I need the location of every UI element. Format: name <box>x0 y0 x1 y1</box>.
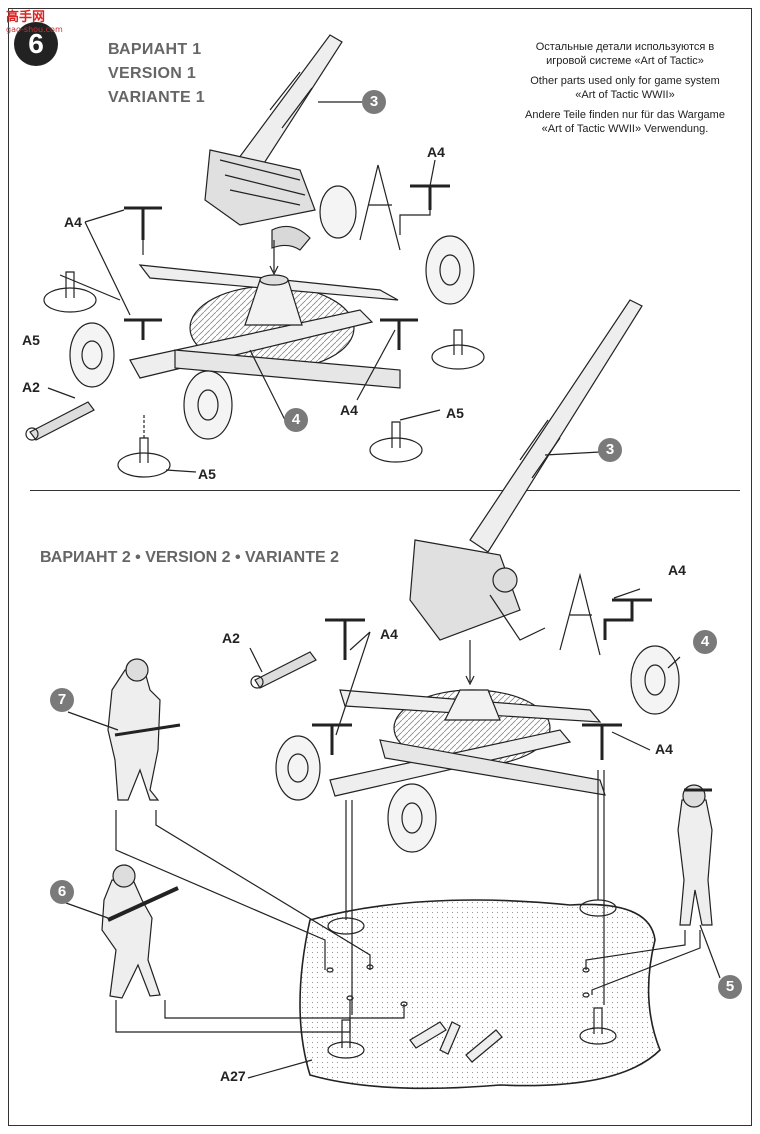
step-number-badge: 6 <box>14 22 58 66</box>
watermark-logo: 高手网 gao-shou.com <box>6 6 63 34</box>
version1-title-it: VARIANTE 1 <box>108 89 205 106</box>
label-a4-v1-left: A4 <box>64 214 82 230</box>
version1-title: ВАРИАНТ 1 VERSION 1 VARIANTE 1 <box>108 38 205 110</box>
label-a4-v1-right: A4 <box>427 144 445 160</box>
note-ru: Остальные детали используются в игровой … <box>535 41 715 67</box>
note-en: Other parts used only for game system «A… <box>530 75 720 101</box>
label-a5-v1-bottom: A5 <box>198 466 216 482</box>
label-a2-v1: A2 <box>22 379 40 395</box>
callout-3-v2: 3 <box>598 438 622 462</box>
version2-title: ВАРИАНТ 2 • VERSION 2 • VARIANTE 2 <box>40 549 339 566</box>
label-a2-v2: A2 <box>222 630 240 646</box>
label-a4-v1-bottom: A4 <box>340 402 358 418</box>
label-a4-v2-top-right: A4 <box>668 562 686 578</box>
label-a4-v2-right: A4 <box>655 741 673 757</box>
instruction-frame <box>8 8 752 1126</box>
version1-gun-assembly <box>25 34 485 478</box>
version1-title-ru: ВАРИАНТ 1 <box>108 41 202 58</box>
callout-6: 6 <box>50 880 74 904</box>
callout-7: 7 <box>50 688 74 712</box>
watermark-text: 高手网 <box>6 10 46 25</box>
game-system-notes: Остальные детали используются в игровой … <box>520 40 730 142</box>
label-a27: A27 <box>220 1068 246 1084</box>
label-a4-v2-center: A4 <box>380 626 398 642</box>
section-divider <box>30 490 740 491</box>
version1-title-en: VERSION 1 <box>108 65 197 82</box>
version2-gun-assembly <box>65 299 721 1090</box>
note-de: Andere Teile finden nur für das Wargame … <box>525 109 725 135</box>
callout-4-v1: 4 <box>284 408 308 432</box>
label-a5-v1-right: A5 <box>446 405 464 421</box>
watermark-subtext: gao-shou.com <box>6 25 63 34</box>
callout-4-v2: 4 <box>693 630 717 654</box>
callout-3-v1: 3 <box>362 90 386 114</box>
callout-5: 5 <box>718 975 742 999</box>
label-a5-v1-left: A5 <box>22 332 40 348</box>
